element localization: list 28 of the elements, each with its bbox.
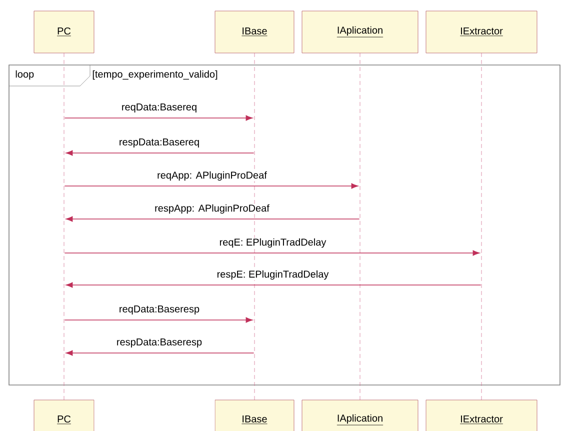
message-arrow [66,350,254,356]
lifeline-head: IExtractor [426,400,538,431]
message-label: reqData:Baseresp [118,305,200,315]
lifeline [481,52,482,400]
lifeline-head: PC [34,400,94,431]
lifeline-head: IBase [214,400,294,431]
message-label: respData:Baseresp [116,338,203,348]
lifeline-head: IAplication [302,400,418,431]
message-label: reqApp: APluginProDeaf [156,170,268,182]
lifeline-head: IBase [214,10,294,54]
lifeline-head: PC [34,10,94,54]
message-label: respApp: APluginProDeaf [154,204,270,214]
message-arrow [64,183,358,189]
message-label: reqData:Basereq [120,103,198,113]
message-label: respE: EPluginTradDelay [216,270,330,280]
message-arrow [66,216,360,222]
label: loop [16,70,34,80]
message-label: reqE: EPluginTradDelay [218,238,327,248]
lifeline-head: IAplication [302,10,418,54]
message-arrow [66,150,254,156]
message-arrow [64,317,253,323]
message-arrow [66,282,482,288]
lifeline [254,52,255,400]
message-arrow [64,250,480,256]
label: [tempo_experimento_valido] [92,70,218,80]
lifeline-head: IExtractor [426,10,538,54]
message-label: respData:Basereq [118,138,200,148]
message-arrow [64,115,253,121]
